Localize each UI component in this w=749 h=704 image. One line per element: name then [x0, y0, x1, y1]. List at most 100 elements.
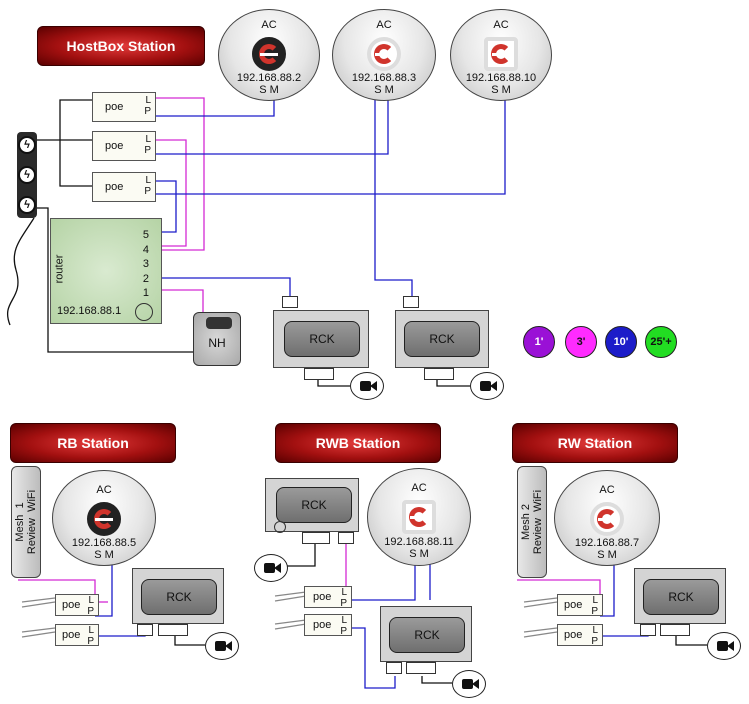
- camera-port-icon: [660, 624, 690, 636]
- ethernet-port-icon: [137, 624, 153, 636]
- poe-lan: L: [88, 625, 94, 636]
- poe-label: poe: [105, 101, 124, 113]
- camera-cable: [675, 636, 707, 646]
- poe-power: P: [591, 606, 598, 617]
- station-title: RWB Station: [315, 435, 401, 451]
- ac-ip: 192.168.88.3: [351, 72, 417, 84]
- camera-icon: [350, 372, 384, 400]
- ethernet-port-icon: [338, 532, 354, 544]
- router-port: 4: [142, 243, 149, 256]
- rw-station-banner: RW Station: [512, 423, 678, 463]
- legend-3ft: 3': [565, 326, 597, 358]
- router-port: 1: [142, 287, 149, 299]
- poe-power: P: [87, 636, 94, 647]
- poe-lan: L: [88, 595, 94, 606]
- legend-25ft: 25'+: [645, 326, 677, 358]
- rck-unit: RCK: [132, 568, 224, 624]
- poe-lan: L: [341, 587, 347, 598]
- power-cord: [523, 597, 558, 638]
- poe-power: P: [340, 626, 347, 637]
- bolt-icon: ϟ: [18, 196, 36, 214]
- ac-label: AC: [599, 484, 615, 496]
- camera-icon: [707, 632, 741, 660]
- wire-10ft: [156, 94, 389, 155]
- ethernet-port-icon: [403, 296, 419, 308]
- camera-icon: [205, 632, 239, 660]
- poe-lan: L: [592, 595, 598, 606]
- rck-label: RCK: [141, 579, 217, 615]
- power-port-icon: [274, 521, 286, 533]
- router-port: 5: [142, 229, 149, 241]
- wire-10ft: [150, 277, 291, 296]
- power-line: [6, 217, 35, 326]
- mesh-wifi-rb: Mesh 1 Review WiFi: [11, 466, 41, 578]
- rck-label: RCK: [284, 321, 360, 357]
- power-strip: ϟ ϟ ϟ: [17, 132, 37, 218]
- ac-label: AC: [493, 19, 509, 31]
- ac-unit: AC 192.168.88.2 S M: [218, 9, 320, 101]
- poe-lan: L: [145, 134, 151, 145]
- ac-sm: S M: [597, 549, 617, 561]
- wire-10ft: [374, 94, 413, 296]
- rck-unit: RCK: [380, 606, 472, 662]
- ac-ip: 192.168.88.5: [71, 537, 137, 549]
- wire-10ft: [156, 96, 506, 195]
- hostbox-station-banner: HostBox Station: [37, 26, 205, 66]
- power-cord: [21, 597, 56, 638]
- camera-icon: [452, 670, 486, 698]
- ac-label: AC: [261, 19, 277, 31]
- ethernet-port-icon: [640, 624, 656, 636]
- poe-label: poe: [564, 599, 583, 611]
- mesh-wifi-rw: Mesh 2 Review WiFi: [517, 466, 547, 578]
- camera-port-icon: [304, 368, 334, 380]
- station-title: RB Station: [57, 435, 129, 451]
- ac-unit: AC 192.168.88.10 S M: [450, 9, 552, 101]
- camera-port-icon: [424, 368, 454, 380]
- ac-label: AC: [376, 19, 392, 31]
- bolt-icon: ϟ: [18, 166, 36, 184]
- ac-sm: S M: [94, 549, 114, 561]
- poe-lan: L: [145, 95, 151, 106]
- poe-power: P: [340, 598, 347, 609]
- ac-ip: 192.168.88.2: [236, 72, 302, 84]
- poe-label: poe: [564, 629, 583, 641]
- router-label: router: [53, 254, 66, 284]
- camera-port-icon: [302, 532, 330, 544]
- rck-label: RCK: [389, 617, 465, 653]
- camera-cable: [285, 544, 316, 567]
- bolt-icon: ϟ: [18, 136, 36, 154]
- station-title: RW Station: [557, 435, 633, 451]
- brand-logo-icon: [87, 502, 121, 536]
- ac-sm: S M: [374, 84, 394, 96]
- rck-label: RCK: [276, 487, 352, 523]
- poe-power: P: [144, 106, 151, 117]
- router-ip: 192.168.88.1: [57, 305, 122, 317]
- poe-power: P: [87, 606, 94, 617]
- legend-10ft: 10': [605, 326, 637, 358]
- ac-unit: AC 192.168.88.7 S M: [554, 470, 660, 566]
- nh-device: NH: [193, 312, 241, 366]
- poe-label: poe: [313, 591, 332, 603]
- camera-cable: [174, 636, 205, 646]
- rb-station-banner: RB Station: [10, 423, 176, 463]
- poe-label: poe: [62, 599, 81, 611]
- nh-label: NH: [208, 336, 226, 350]
- ethernet-port-icon: [282, 296, 298, 308]
- ac-ip: 192.168.88.10: [465, 72, 537, 84]
- poe-label: poe: [313, 619, 332, 631]
- mesh-label: Mesh 2 Review WiFi: [520, 489, 544, 555]
- power-port-icon: [135, 303, 153, 321]
- camera-cable: [421, 676, 452, 684]
- brand-logo-icon: [402, 500, 436, 534]
- poe-power: P: [144, 145, 151, 156]
- poe-lan: L: [592, 625, 598, 636]
- poe-label: poe: [62, 629, 81, 641]
- camera-icon: [254, 554, 288, 582]
- rwb-station-banner: RWB Station: [275, 423, 441, 463]
- brand-logo-icon: [367, 37, 401, 71]
- rck-label: RCK: [643, 579, 719, 615]
